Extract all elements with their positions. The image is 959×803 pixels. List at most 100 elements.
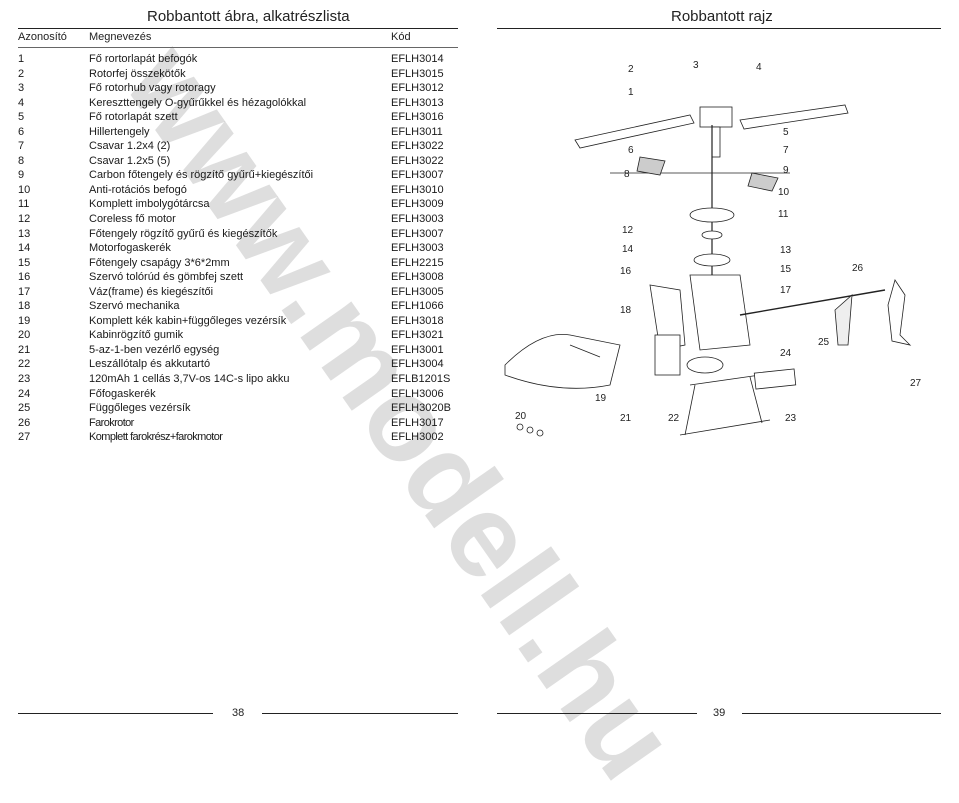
left-title-rule (18, 28, 458, 29)
callout-1: 1 (628, 87, 634, 98)
callout-13: 13 (780, 245, 792, 256)
part-code: EFLH3017 (391, 416, 444, 429)
callout-9: 9 (783, 165, 789, 176)
part-id: 9 (18, 169, 25, 182)
rotor-blade-left (574, 114, 695, 149)
part-code: EFLH3011 (391, 125, 443, 138)
part-name: Váz(frame) és kiegészítői (89, 285, 214, 298)
callout-20: 20 (515, 411, 527, 422)
exploded-drawing: 1 2 3 4 5 6 7 8 9 10 11 12 13 14 15 16 1… (504, 60, 922, 437)
callout-12: 12 (622, 225, 634, 236)
column-header-code: Kód (391, 31, 411, 43)
part-name: Főfogaskerék (89, 387, 156, 400)
callout-27: 27 (910, 378, 922, 389)
left-footer-rule-2 (262, 713, 458, 714)
table-row: 27 Komplett farokrész+farokmotor EFLH3002 (18, 430, 471, 445)
part-id: 13 (18, 227, 31, 240)
table-row: 7 Csavar 1.2x4 (2) EFLH3022 (18, 139, 471, 154)
left-footer-rule (18, 713, 213, 714)
callout-17: 17 (780, 285, 792, 296)
part-name: Szervó tolórúd és gömbfej szett (89, 271, 244, 284)
part-code: EFLH3021 (391, 329, 444, 342)
page-number-left: 38 (232, 707, 245, 719)
callout-8: 8 (624, 169, 630, 180)
callout-11: 11 (778, 209, 789, 220)
swashplate (689, 207, 735, 223)
landing-skids (679, 374, 771, 436)
part-name: Fő rotorlapát szett (89, 111, 178, 124)
table-row: 25 Függőleges vezérsík EFLH3020B (18, 401, 471, 416)
part-id: 24 (18, 387, 31, 400)
part-id: 18 (18, 300, 31, 313)
part-name: Főtengely rögzítő gyűrű és kiegészítők (89, 227, 278, 240)
part-id: 6 (18, 125, 25, 138)
part-name: Fő rortorlapát befogók (89, 53, 198, 65)
part-code: EFLH3012 (391, 82, 444, 95)
table-row: 24 Főfogaskerék EFLH3006 (18, 387, 471, 402)
part-id: 27 (18, 431, 31, 444)
part-name: Komplett farokrész+farokmotor (89, 431, 223, 444)
part-name: Függőleges vezérsík (89, 402, 191, 415)
part-id: 4 (18, 96, 25, 109)
header-rule (18, 47, 458, 48)
main-gear (686, 356, 724, 374)
part-id: 1 (18, 53, 25, 65)
part-code: EFLH3007 (391, 169, 444, 182)
part-name: Anti-rotációs befogó (89, 183, 187, 196)
part-name: 5-az-1-ben vezérlő egység (89, 343, 220, 356)
callout-23: 23 (785, 413, 797, 424)
part-code: EFLH3020B (391, 402, 451, 415)
canopy (504, 333, 621, 389)
part-code: EFLH1066 (391, 300, 444, 313)
part-code: EFLH3006 (391, 387, 444, 400)
right-footer-rule (497, 713, 697, 714)
part-id: 17 (18, 285, 31, 298)
frame (689, 274, 751, 351)
parts-list-title: Robbantott ábra, alkatrészlista (147, 8, 350, 25)
callout-21: 21 (620, 413, 632, 424)
part-id: 7 (18, 140, 25, 153)
table-row: 13 Főtengely rögzítő gyűrű és kiegészítők… (18, 227, 471, 242)
part-code: EFLH3010 (391, 183, 444, 196)
part-code: EFLH2215 (391, 256, 444, 269)
part-id: 3 (18, 82, 25, 95)
part-id: 23 (18, 373, 31, 386)
part-id: 25 (18, 402, 31, 415)
callout-22: 22 (668, 413, 680, 424)
callout-2: 2 (628, 64, 634, 75)
page-number-right: 39 (713, 707, 726, 719)
part-code: EFLH3016 (391, 111, 444, 124)
part-code: EFLH3001 (391, 343, 444, 356)
part-name: Szervó mechanika (89, 300, 180, 313)
part-code: EFLH3003 (391, 213, 444, 226)
part-code: EFLH3022 (391, 140, 444, 153)
callout-10: 10 (778, 187, 790, 198)
part-code: EFLH3015 (391, 67, 444, 80)
table-row: 1 Fő rortorlapát befogók EFLH3014 (18, 52, 471, 67)
part-name: Csavar 1.2x4 (2) (89, 140, 171, 153)
part-name: Csavar 1.2x5 (5) (89, 154, 171, 167)
part-name: Komplett kék kabin+függőleges vezérsík (89, 314, 287, 327)
part-code: EFLH3002 (391, 431, 444, 444)
part-id: 14 (18, 242, 31, 255)
flybar-weight-right (747, 172, 779, 192)
part-code: EFLH3014 (391, 53, 444, 65)
part-id: 8 (18, 154, 25, 167)
part-name: Farokrotor (89, 416, 134, 429)
part-name: Főtengely csapágy 3*6*2mm (89, 256, 230, 269)
